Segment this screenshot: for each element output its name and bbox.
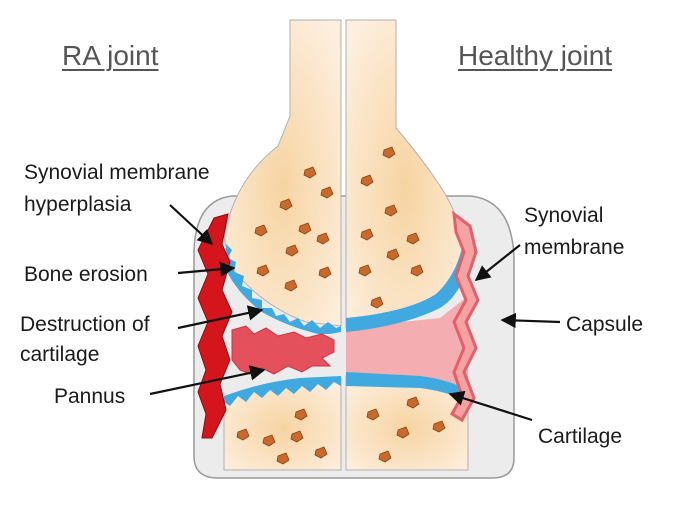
arrow-destruction-cartilage bbox=[177, 305, 264, 330]
marrow-speck bbox=[320, 186, 334, 199]
marrow-speck bbox=[314, 446, 328, 459]
marrow-speck bbox=[384, 204, 398, 217]
marrow-speck bbox=[294, 408, 308, 421]
marrow-speck bbox=[276, 452, 290, 465]
arrow-cartilage bbox=[448, 390, 533, 422]
marrow-speck bbox=[284, 279, 298, 292]
marrow-speck bbox=[406, 232, 420, 245]
marrow-speck bbox=[318, 266, 332, 279]
marrow-speck bbox=[236, 428, 250, 441]
ra-cartilage-lower bbox=[224, 376, 341, 406]
marrow-speck bbox=[366, 408, 380, 421]
label-cartilage: Cartilage bbox=[538, 425, 623, 448]
healthy-cartilage-upper bbox=[346, 238, 470, 332]
arrow-synovial-membrane bbox=[474, 244, 521, 281]
label-pannus: Pannus bbox=[54, 385, 126, 408]
marrow-speck bbox=[432, 420, 446, 433]
healthy-cartilage-lower bbox=[346, 372, 470, 402]
marrow-speck bbox=[410, 264, 424, 277]
label-bone-erosion: Bone erosion bbox=[24, 263, 148, 286]
marrow-speck bbox=[262, 434, 276, 447]
healthy-joint-heading: Healthy joint bbox=[458, 40, 613, 71]
marrow-speck bbox=[279, 198, 293, 211]
marrow-speck bbox=[406, 396, 420, 409]
marrow-speck bbox=[378, 450, 392, 463]
marrow-speck bbox=[303, 166, 317, 179]
ra-cartilage-upper bbox=[226, 244, 341, 334]
marrow-speck bbox=[386, 248, 400, 261]
arrow-pannus bbox=[149, 365, 266, 396]
label-destruction-1: Destruction of bbox=[20, 313, 150, 336]
marrow-speck bbox=[396, 426, 410, 439]
label-destruction-2: cartilage bbox=[20, 343, 100, 366]
label-capsule: Capsule bbox=[566, 313, 644, 336]
healthy-synovial-membrane bbox=[449, 210, 480, 423]
marrow-speck bbox=[360, 174, 374, 187]
marrow-speck bbox=[298, 222, 312, 235]
marrow-speck bbox=[254, 224, 268, 237]
ra-joint-heading: RA joint bbox=[62, 40, 159, 71]
arrow-capsule bbox=[500, 312, 561, 329]
label-synovial-membrane-1: Synovial bbox=[524, 204, 604, 227]
marrow-speck bbox=[382, 146, 396, 159]
label-synovial-hyperplasia-1: Synovial membrane bbox=[24, 161, 210, 184]
label-synovial-hyperplasia-2: hyperplasia bbox=[24, 193, 132, 216]
marrow-speck bbox=[360, 228, 374, 241]
marrow-speck bbox=[290, 430, 304, 443]
upper-bone-healthy-half bbox=[345, 19, 465, 329]
marrow-speck bbox=[370, 296, 384, 309]
synovial-fluid bbox=[346, 296, 468, 392]
arrow-bone-erosion bbox=[177, 261, 236, 277]
marrow-speck bbox=[285, 244, 299, 257]
label-synovial-membrane-2: membrane bbox=[524, 236, 625, 259]
arrow-synovial-hyperplasia bbox=[169, 204, 214, 246]
marrow-speck bbox=[316, 232, 330, 245]
marrow-speck bbox=[358, 264, 372, 277]
marrow-speck bbox=[256, 264, 270, 277]
